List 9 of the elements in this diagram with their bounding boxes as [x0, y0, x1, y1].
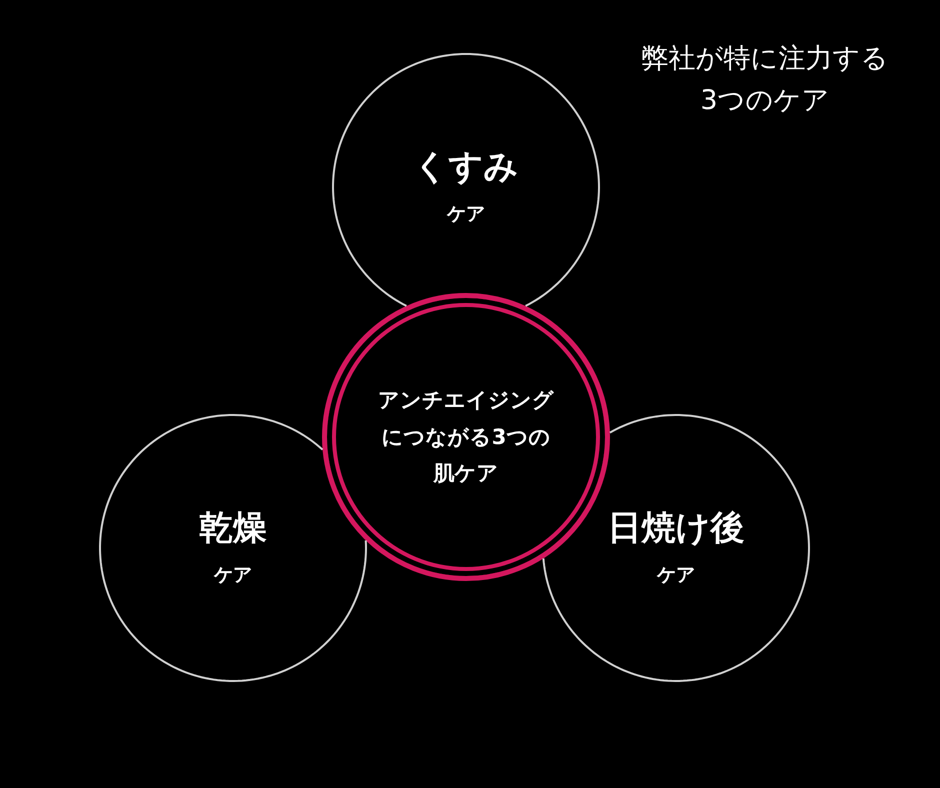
- circle-subtitle: ケア: [657, 563, 695, 588]
- circle-title: くすみ: [414, 146, 518, 188]
- circle-title: 日焼け後: [608, 508, 744, 548]
- circle-text: アンチエイジングにつながる3つの肌ケア: [377, 386, 555, 488]
- center-circle: [322, 293, 610, 581]
- circle-subtitle: ケア: [214, 563, 252, 588]
- circle-subtitle: ケア: [447, 202, 485, 228]
- circle-title: 乾燥: [199, 508, 267, 548]
- heading: 弊社が特に注力する3つのケア: [640, 42, 890, 118]
